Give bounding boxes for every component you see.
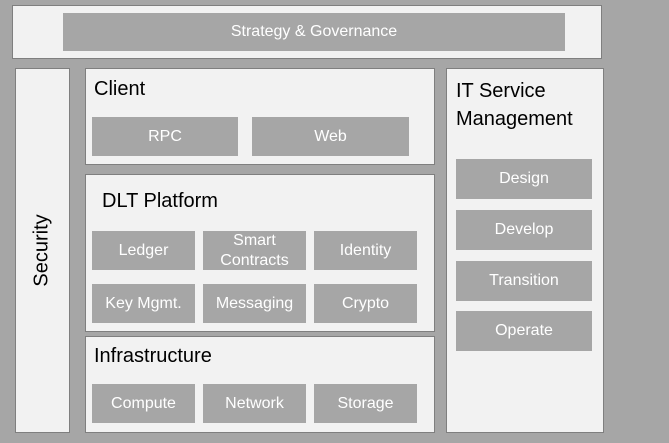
security-panel: Security [15, 68, 70, 433]
client-box-label: Web [314, 127, 347, 145]
client-title: Client [94, 78, 146, 100]
infrastructure-title: Infrastructure [94, 345, 212, 367]
dlt-box-label: Key Mgmt. [105, 294, 182, 312]
itsm-box-label: Transition [489, 272, 559, 289]
client-panel: Client RPC Web [85, 68, 435, 165]
infra-box-label: Compute [111, 394, 176, 412]
strategy-governance-panel: Strategy & Governance [12, 5, 602, 59]
dlt-box-label: Crypto [341, 294, 390, 312]
itsm-box-develop: Develop [456, 210, 592, 250]
dlt-platform-title: DLT Platform [102, 190, 218, 212]
itsm-box-transition: Transition [456, 261, 592, 301]
strategy-governance-label: Strategy & Governance [230, 23, 398, 40]
infra-box-label: Storage [337, 394, 394, 412]
itsm-box-label: Design [499, 170, 549, 187]
itsm-box-label: Develop [494, 221, 554, 238]
client-box-web: Web [252, 117, 409, 156]
strategy-governance-box: Strategy & Governance [63, 13, 565, 51]
client-box-label: RPC [148, 127, 182, 145]
infra-box-storage: Storage [314, 384, 417, 423]
itsm-box-operate: Operate [456, 311, 592, 351]
infra-box-network: Network [203, 384, 306, 423]
dlt-box-label: Identity [339, 241, 392, 259]
security-label: Security [31, 214, 53, 287]
infrastructure-panel: Infrastructure Compute Network Storage [85, 336, 435, 433]
itsm-box-design: Design [456, 159, 592, 199]
itsm-title: IT Service Management [456, 80, 573, 130]
dlt-box-ledger: Ledger [92, 231, 195, 270]
dlt-box-smart-contracts: Smart Contracts [203, 231, 306, 270]
dlt-box-label: Messaging [215, 294, 294, 312]
dlt-box-crypto: Crypto [314, 284, 417, 323]
dlt-box-key-mgmt: Key Mgmt. [92, 284, 195, 323]
infra-box-compute: Compute [92, 384, 195, 423]
client-box-rpc: RPC [92, 117, 238, 156]
dlt-platform-panel: DLT Platform Ledger Smart Contracts Iden… [85, 174, 435, 332]
dlt-box-label: Ledger [118, 241, 169, 259]
dlt-box-identity: Identity [314, 231, 417, 270]
itsm-panel: IT Service Management Design Develop Tra… [446, 68, 604, 433]
infra-box-label: Network [225, 394, 284, 412]
dlt-box-messaging: Messaging [203, 284, 306, 323]
dlt-box-label: Smart Contracts [220, 231, 289, 269]
itsm-box-label: Operate [495, 322, 553, 339]
